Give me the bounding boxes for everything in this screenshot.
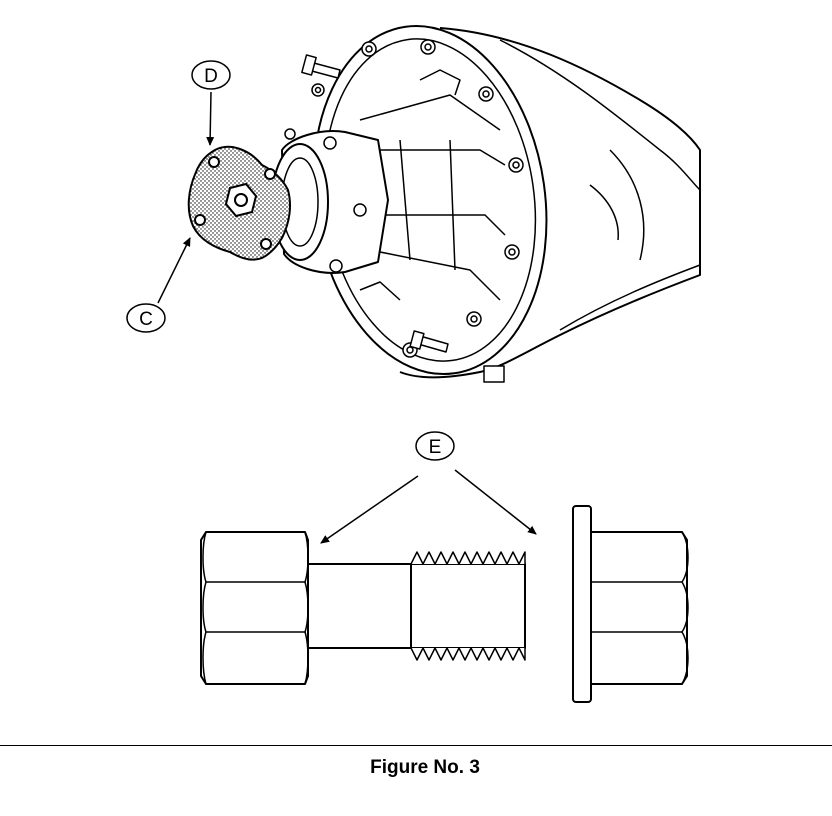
carrier-ribs: [359, 69, 506, 301]
callout-e-arrow-left: [320, 475, 419, 544]
callout-c-label: C: [139, 309, 153, 330]
callout-d-arrow: [206, 91, 215, 146]
callout-e-label: E: [429, 437, 442, 458]
bolt-thread: [410, 563, 526, 649]
thread-teeth-top: [410, 551, 526, 565]
housing-body: [399, 27, 701, 379]
callout-d: D: [191, 60, 231, 146]
callout-c-arrow: [157, 237, 191, 304]
loose-bolt-top: [301, 54, 341, 79]
drain-plug: [483, 365, 505, 383]
caption-divider: [0, 745, 832, 746]
bolt-shank: [307, 563, 412, 649]
loose-bolt-bottom: [409, 330, 449, 353]
callout-d-label: D: [204, 66, 218, 87]
companion-flange: [187, 145, 291, 261]
bolt-head: [200, 531, 309, 685]
figure-caption: Figure No. 3: [370, 757, 480, 778]
thread-teeth-bottom: [410, 647, 526, 661]
flange-nut: [572, 505, 689, 703]
axle-housing-illustration: [271, 24, 701, 383]
cover-bolts: [311, 39, 524, 358]
bolt-illustration: [200, 505, 689, 703]
callout-e: E: [320, 431, 537, 544]
callout-e-arrow-right: [454, 469, 537, 535]
callout-c: C: [126, 237, 191, 333]
